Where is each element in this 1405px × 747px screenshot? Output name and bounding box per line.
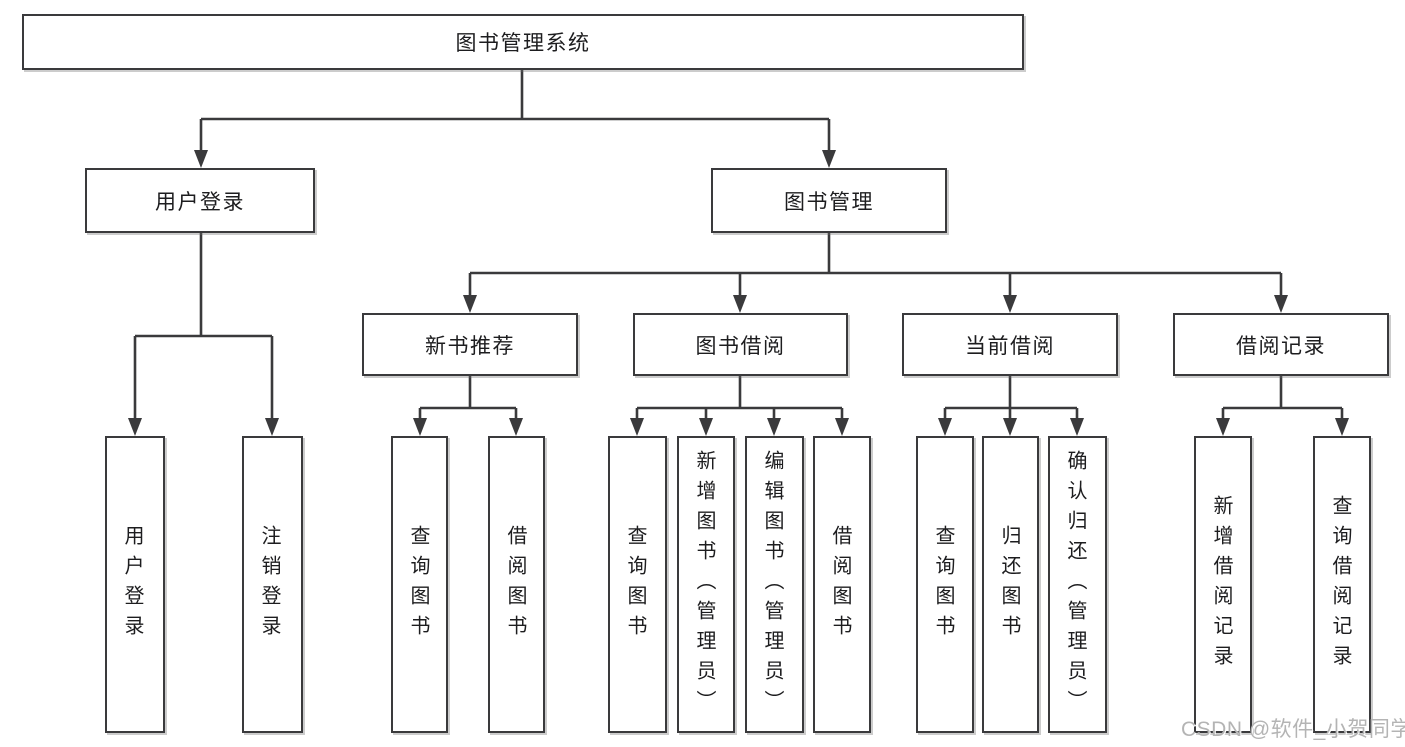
node-new-book-recommendation: 新书推荐 xyxy=(362,313,578,376)
connector-user-login-to-leaves xyxy=(128,233,279,436)
connector-book-management-to-level3 xyxy=(463,233,1288,313)
leaf-records-add-borrow-record: 新增借阅记录 xyxy=(1194,436,1252,733)
leaf-current-confirm-return-admin: 确认归还（管理员） xyxy=(1048,436,1107,733)
leaf-current-query-books: 查询图书 xyxy=(916,436,974,733)
leaf-borrowing-add-books-admin: 新增图书（管理员） xyxy=(677,436,735,733)
leaf-records-query-borrow-record: 查询借阅记录 xyxy=(1313,436,1371,733)
leaf-logout: 注销登录 xyxy=(242,436,303,733)
node-current-borrowing: 当前借阅 xyxy=(902,313,1118,376)
connector-root-to-level2 xyxy=(194,70,836,168)
connector-book-borrowing-to-leaves xyxy=(630,376,849,436)
connector-borrow-records-to-leaves xyxy=(1216,376,1349,436)
leaf-borrowing-edit-books-admin: 编辑图书（管理员） xyxy=(745,436,804,733)
leaf-rec-query-books: 查询图书 xyxy=(391,436,448,733)
leaf-borrowing-query-books: 查询图书 xyxy=(608,436,667,733)
node-borrow-records: 借阅记录 xyxy=(1173,313,1389,376)
leaf-borrowing-borrow-books: 借阅图书 xyxy=(813,436,871,733)
node-book-management: 图书管理 xyxy=(711,168,947,233)
node-book-borrowing: 图书借阅 xyxy=(633,313,848,376)
leaf-current-return-books: 归还图书 xyxy=(982,436,1039,733)
leaf-rec-borrow-books: 借阅图书 xyxy=(488,436,545,733)
leaf-user-login: 用户登录 xyxy=(105,436,165,733)
node-user-login: 用户登录 xyxy=(85,168,315,233)
connector-current-borrowing-to-leaves xyxy=(938,376,1084,436)
csdn-watermark: CSDN @软件_小贺同学 xyxy=(1181,718,1405,741)
node-library-management-system: 图书管理系统 xyxy=(22,14,1024,70)
connector-new-book-recommendation-to-leaves xyxy=(413,376,523,436)
